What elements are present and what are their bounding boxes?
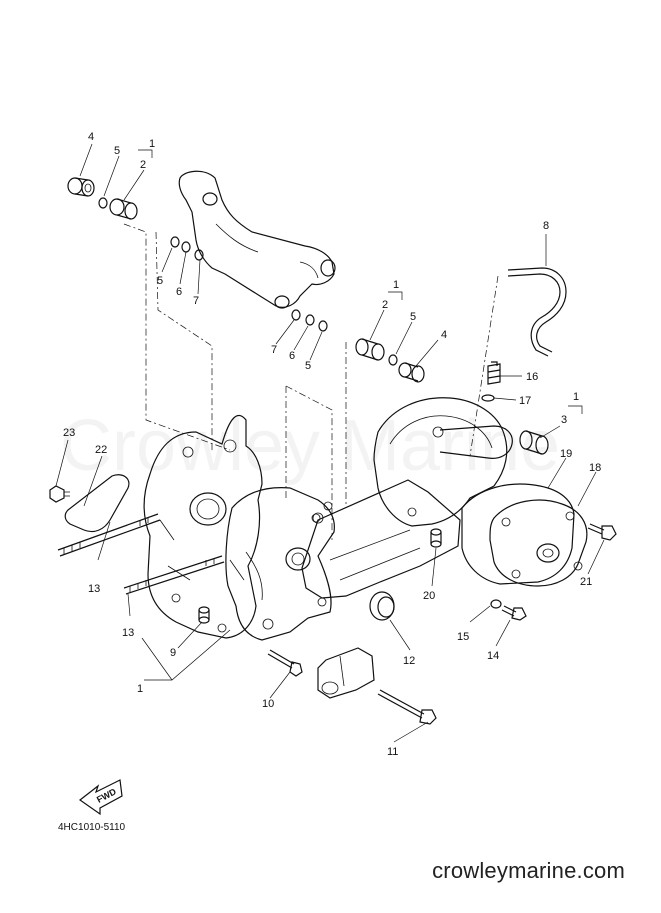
callout-21: 21 — [580, 576, 592, 588]
dowel-part-20 — [430, 528, 442, 548]
callout-12: 12 — [403, 655, 415, 667]
washer-part-5-left — [98, 197, 108, 209]
callout-labels: 4 5 1 2 5 6 7 7 6 5 1 2 5 4 8 16 17 1 3 … — [63, 131, 601, 758]
bushing-part-2-right — [355, 338, 385, 361]
callout-6: 6 — [289, 350, 295, 362]
washer-part-5-right — [388, 354, 398, 366]
callout-13: 13 — [88, 583, 100, 595]
callout-9: 9 — [170, 647, 176, 659]
oil-seal-part-12 — [369, 591, 395, 621]
bolt-part-14 — [501, 605, 527, 621]
cover-housing-center — [317, 647, 375, 699]
bushing-part-2-left — [109, 198, 138, 220]
callout-1: 1 — [149, 138, 155, 150]
callout-1: 1 — [137, 683, 143, 695]
breather-part-16 — [487, 361, 501, 385]
callout-3: 3 — [561, 414, 567, 426]
o-rings-parts-5-6-7-lower — [291, 309, 328, 332]
hose-part-8 — [507, 267, 567, 353]
callout-4: 4 — [441, 329, 447, 341]
forward-arrow-icon: FWD — [78, 779, 123, 816]
callout-2: 2 — [140, 159, 146, 171]
stud-bolt-part-13-lower — [123, 555, 225, 595]
bolt-part-21 — [587, 523, 617, 541]
callout-15: 15 — [457, 631, 469, 643]
gasket-part-19 — [461, 483, 575, 585]
leader-lines — [55, 143, 605, 743]
bushing-part-3 — [519, 430, 549, 455]
callout-2: 2 — [382, 299, 388, 311]
callout-6: 6 — [176, 286, 182, 298]
callout-7: 7 — [271, 344, 277, 356]
bolt-part-23 — [49, 485, 70, 503]
callout-5: 5 — [410, 311, 416, 323]
gasket-cover-middle — [301, 479, 461, 607]
dowel-part-9 — [198, 606, 210, 624]
callout-1: 1 — [573, 391, 579, 403]
alignment-lines — [123, 223, 499, 540]
fwd-label: FWD — [95, 786, 118, 805]
bushing-part-4-left — [67, 177, 95, 197]
callout-5: 5 — [114, 145, 120, 157]
callout-14: 14 — [487, 650, 499, 662]
diagram-code: 4HC1010-5110 — [58, 822, 126, 833]
callout-20: 20 — [423, 590, 435, 602]
callout-22: 22 — [95, 444, 107, 456]
callout-16: 16 — [526, 371, 538, 383]
watermark: Crowley Marine — [60, 406, 560, 486]
callout-4: 4 — [88, 131, 94, 143]
callout-5: 5 — [157, 275, 163, 287]
engine-mount-bracket — [178, 170, 336, 309]
o-ring-part-17 — [481, 394, 495, 402]
site-name: crowleymarine.com — [432, 858, 625, 883]
callout-17: 17 — [519, 395, 531, 407]
bolt-part-10 — [267, 649, 303, 677]
plate-part-22 — [64, 474, 130, 533]
callout-7: 7 — [193, 295, 199, 307]
callout-23: 23 — [63, 427, 75, 439]
callout-18: 18 — [589, 462, 601, 474]
crankcase-left-half — [143, 414, 263, 639]
callout-8: 8 — [543, 220, 549, 232]
callout-11: 11 — [387, 746, 398, 758]
callout-10: 10 — [262, 698, 274, 710]
diagram-parts: FWD — [49, 170, 617, 816]
crankcase-upper-housing — [373, 397, 513, 527]
callout-13: 13 — [122, 627, 134, 639]
stud-bolt-part-13-upper — [57, 513, 161, 557]
callout-5: 5 — [305, 360, 311, 372]
washer-part-15 — [490, 599, 502, 609]
cover-part-18 — [489, 499, 588, 587]
bushing-part-4-right — [398, 362, 425, 383]
callout-19: 19 — [560, 448, 572, 460]
callout-1: 1 — [393, 279, 399, 291]
bolt-part-11 — [377, 689, 437, 725]
crankcase-right-half — [225, 487, 335, 641]
